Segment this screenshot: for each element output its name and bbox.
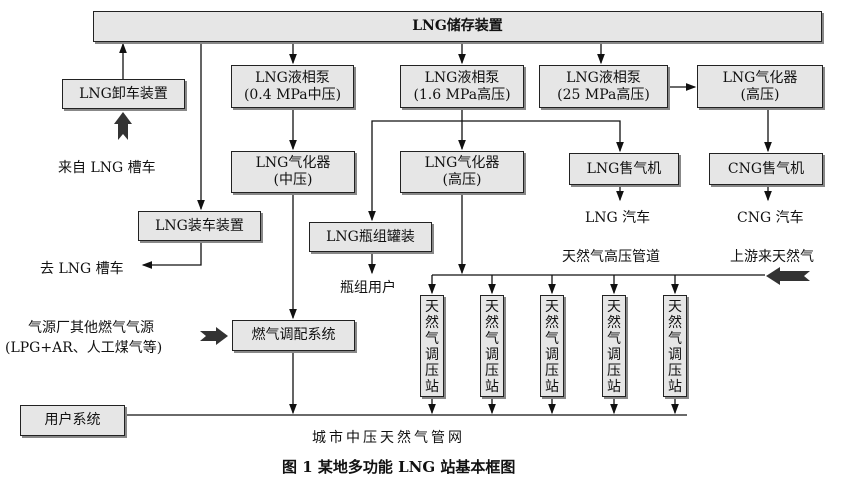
box-label: LNG储存装置 [412, 18, 503, 34]
lng-loading-box: LNG装车装置 [138, 211, 261, 241]
box-label: LNG售气机 [586, 160, 662, 177]
box-sublabel: (高压) [442, 172, 482, 188]
lng-unloading-box: LNG卸车装置 [62, 79, 185, 109]
box-label: LNG液相泵 [424, 69, 500, 86]
box-sublabel: (中压) [273, 172, 313, 188]
inflow-arrow-icon [766, 267, 810, 285]
regulator-station-box: 天然气调压站 [602, 295, 626, 397]
box-label: LNG液相泵 [566, 69, 641, 86]
box-label: LNG装车装置 [155, 217, 244, 234]
regulator-station-box: 天然气调压站 [420, 295, 444, 397]
pump-high-box: LNG液相泵(1.6 MPa高压) [400, 65, 524, 108]
box-sublabel: (0.4 MPa中压) [243, 86, 342, 103]
upstream-gas-label: 上游来天然气 [730, 249, 814, 265]
inflow-arrow-icon [114, 112, 132, 140]
cng-dispenser-box: CNG售气机 [709, 153, 823, 185]
box-label: LNG气化器 [424, 155, 500, 171]
regulator-station-box: 天然气调压站 [540, 295, 564, 397]
figure-caption: 图 1 某地多功能 LNG 站基本框图 [282, 458, 516, 476]
box-sublabel: (25 MPa高压) [557, 86, 650, 103]
pump-medium-box: LNG液相泵(0.4 MPa中压) [231, 65, 354, 108]
box-sublabel: (高压) [740, 86, 780, 103]
vaporizer-high-box: LNG气化器(高压) [400, 151, 524, 193]
gas-dispatch-box: 燃气调配系统 [232, 320, 355, 351]
from-tanker-label: 来自 LNG 槽车 [58, 160, 156, 176]
bottle-filling-box: LNG瓶组罐装 [309, 222, 432, 252]
vaporizer-top-box: LNG气化器(高压) [697, 65, 823, 108]
box-label: LNG液相泵 [255, 69, 330, 86]
to-tanker-label: 去 LNG 槽车 [40, 261, 124, 277]
box-label: 燃气调配系统 [251, 327, 336, 343]
box-sublabel: (1.6 MPa高压) [413, 86, 511, 103]
box-label: LNG瓶组罐装 [326, 228, 415, 245]
other-source-sublabel: (LPG+AR、人工煤气等) [5, 340, 163, 356]
box-label: LNG气化器 [722, 69, 798, 86]
box-label: 用户系统 [44, 412, 101, 428]
hp-pipeline-label: 天然气高压管道 [562, 249, 660, 265]
bottle-users-label: 瓶组用户 [340, 280, 396, 296]
other-source-label: 气源厂其他燃气气源 [28, 320, 154, 336]
box-label: LNG气化器 [255, 155, 331, 171]
pump-25mpa-box: LNG液相泵(25 MPa高压) [539, 65, 668, 108]
cng-vehicle-label: CNG 汽车 [737, 210, 804, 226]
vaporizer-medium-box: LNG气化器(中压) [231, 151, 355, 193]
regulator-station-box: 天然气调压站 [663, 295, 687, 397]
city-network-label: 城市中压天然气管网 [312, 430, 465, 446]
box-label: LNG卸车装置 [79, 85, 168, 102]
inflow-arrow-icon [200, 327, 228, 345]
lng-dispenser-box: LNG售气机 [569, 153, 679, 185]
user-system-box: 用户系统 [20, 405, 125, 436]
lng-storage-box: LNG储存装置 [93, 11, 822, 42]
regulator-station-box: 天然气调压站 [480, 295, 504, 397]
lng-vehicle-label: LNG 汽车 [585, 210, 651, 226]
box-label: CNG售气机 [727, 160, 805, 177]
